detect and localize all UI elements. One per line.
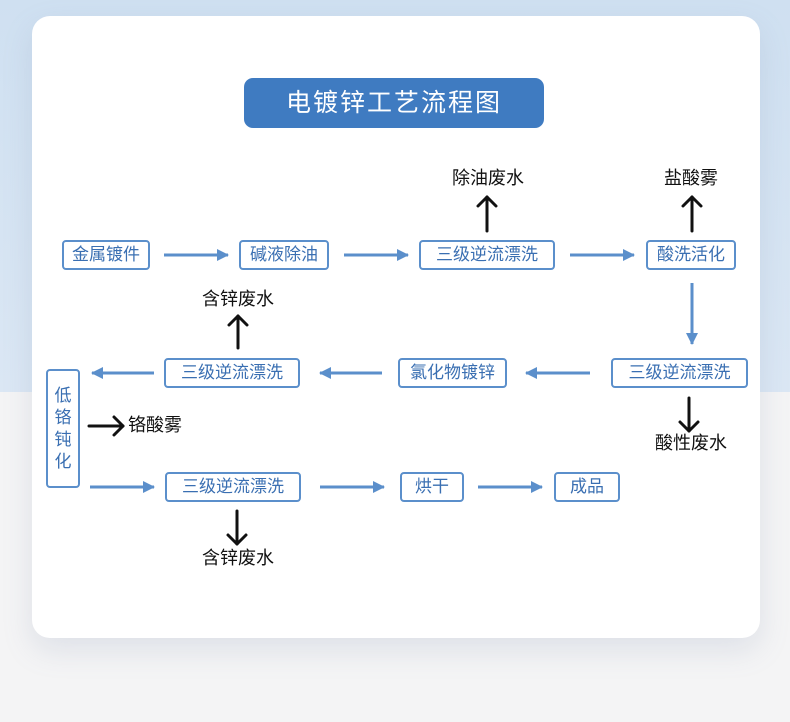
emission-zinc-wastewater-2: 含锌废水 <box>202 548 274 569</box>
step-rinse-4: 三级逆流漂洗 <box>165 472 301 502</box>
emission-arrow-e4 <box>227 314 249 350</box>
step-rinse-1: 三级逆流漂洗 <box>419 240 555 270</box>
emission-arrow-e1 <box>476 195 498 233</box>
diagram-title: 电镀锌工艺流程图 <box>244 78 544 128</box>
step-rinse-3: 三级逆流漂洗 <box>164 358 300 388</box>
emission-acidic-wastewater: 酸性废水 <box>655 433 727 454</box>
step-metal-part: 金属镀件 <box>62 240 150 270</box>
step-chloride-zinc-plating: 氯化物镀锌 <box>398 358 507 388</box>
emission-degreasing-wastewater: 除油废水 <box>452 168 524 189</box>
step-low-chromium-passivation-label: 低铬钝化 <box>54 385 72 472</box>
emission-arrow-e3 <box>678 396 700 433</box>
emission-arrow-e5 <box>87 415 125 437</box>
emission-zinc-wastewater-1: 含锌废水 <box>202 289 274 310</box>
emission-arrow-e6 <box>226 509 248 546</box>
step-alkali-degrease: 碱液除油 <box>239 240 329 270</box>
emission-arrow-e2 <box>681 195 703 233</box>
emission-hydrochloric-mist: 盐酸雾 <box>664 168 718 189</box>
step-rinse-2: 三级逆流漂洗 <box>611 358 748 388</box>
step-drying: 烘干 <box>400 472 464 502</box>
step-low-chromium-passivation: 低铬钝化 <box>46 369 80 488</box>
emission-chromic-mist: 铬酸雾 <box>128 415 182 436</box>
step-acid-activation: 酸洗活化 <box>646 240 736 270</box>
step-finished-product: 成品 <box>554 472 620 502</box>
